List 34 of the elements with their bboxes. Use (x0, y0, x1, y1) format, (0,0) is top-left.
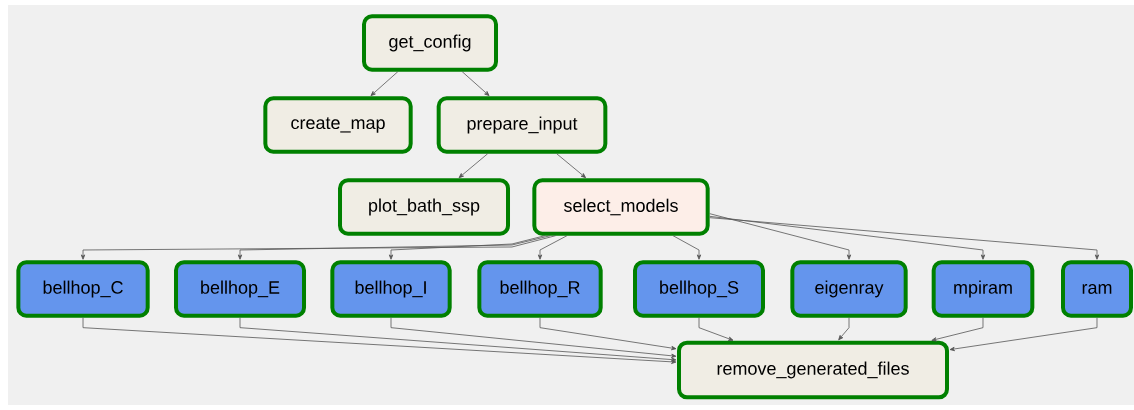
arrow (390, 317, 677, 358)
task-box: create_map (263, 96, 413, 154)
task-box: mpiram (931, 260, 1035, 318)
task-box: select_models (532, 178, 710, 236)
arrow (537, 235, 568, 260)
task-box: bellhop_S (633, 260, 765, 318)
arrow (709, 215, 986, 260)
task-box: remove_generated_files (677, 340, 949, 400)
arrow (556, 153, 586, 179)
arrow (672, 235, 702, 260)
arrow (239, 317, 677, 362)
arrow (458, 153, 489, 179)
arrow (838, 317, 850, 341)
task-box: plot_bath_ssp (338, 178, 510, 236)
task-box: ram (1061, 260, 1133, 318)
arrow (709, 217, 1100, 260)
task-box: bellhop_I (330, 260, 452, 318)
arrow (698, 317, 734, 341)
arrow (82, 317, 677, 364)
arrow (461, 71, 490, 96)
task-box: prepare_input (436, 96, 608, 154)
task-box: eigenray (790, 260, 908, 318)
arrow (388, 235, 546, 260)
arrow (709, 213, 852, 260)
task-box: bellhop_C (16, 260, 150, 318)
arrow (370, 71, 399, 96)
arrow (539, 317, 677, 351)
task-box: get_config (362, 14, 498, 72)
arrow (237, 235, 551, 260)
task-box: bellhop_E (174, 260, 306, 318)
task-box: bellhop_R (477, 260, 603, 318)
arrow (80, 235, 557, 260)
arrow (931, 317, 984, 342)
arrow (949, 317, 1098, 352)
